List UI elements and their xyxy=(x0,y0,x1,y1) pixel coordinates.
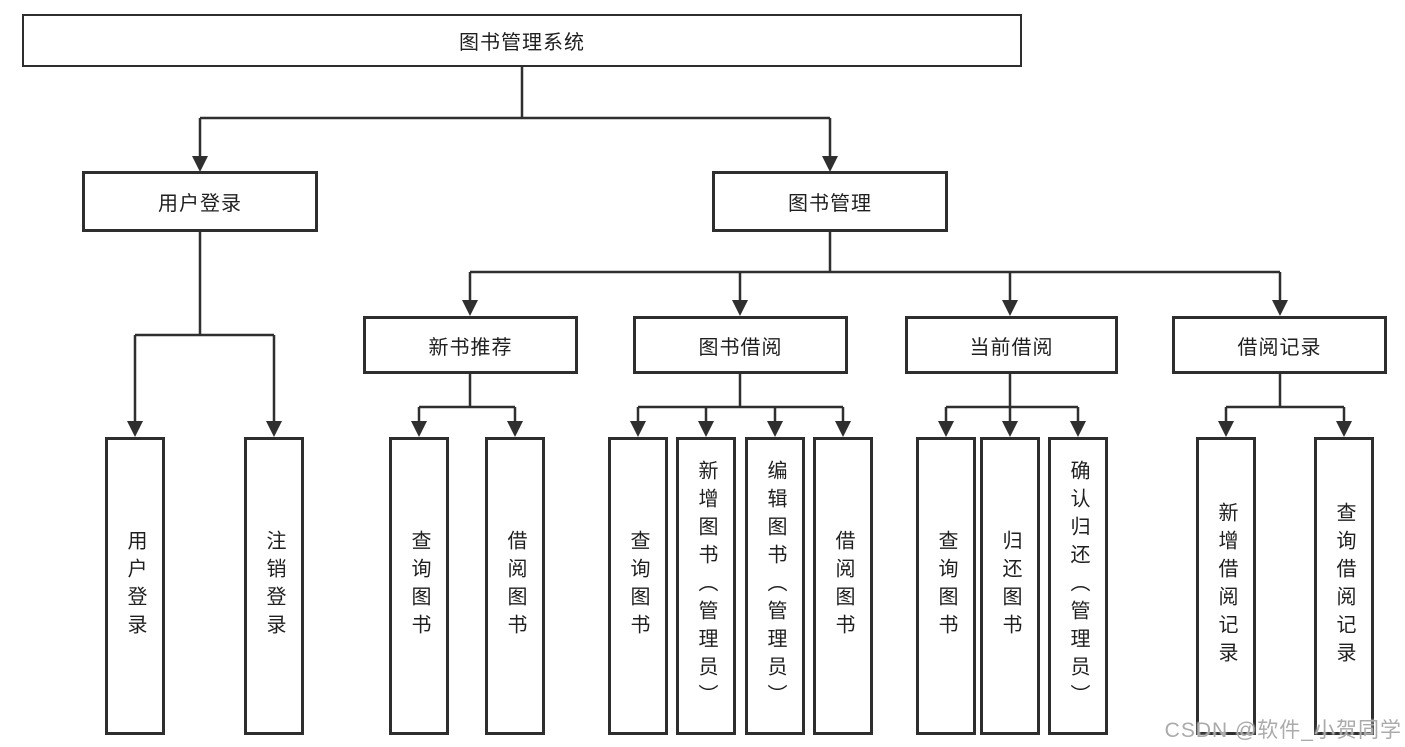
leaf-query-borrow-record: 查询借阅记录 xyxy=(1314,437,1374,735)
arrowhead xyxy=(822,156,838,172)
arrowhead xyxy=(266,421,282,437)
arrowhead xyxy=(630,421,646,437)
leaf-label: 查询图书 xyxy=(627,530,649,642)
leaf-confirm-return-admin: 确认归还（管理员） xyxy=(1048,437,1108,735)
arrowhead xyxy=(1218,421,1234,437)
node-library-management-system: 图书管理系统 xyxy=(22,14,1022,67)
leaf-query-books: 查询图书 xyxy=(389,437,449,735)
node-borrowing-records: 借阅记录 xyxy=(1172,316,1387,374)
leaf-label: 注销登录 xyxy=(263,530,285,642)
node-new-book-recommendation: 新书推荐 xyxy=(363,316,578,374)
arrowhead xyxy=(732,300,748,316)
leaf-label: 查询图书 xyxy=(935,530,957,642)
csdn-watermark: CSDN @软件_小贺同学 xyxy=(1164,719,1402,742)
connector-borrowing-records-split xyxy=(1224,374,1346,422)
connector-root-split xyxy=(198,67,832,157)
leaf-label: 确认归还（管理员） xyxy=(1067,460,1089,712)
arrowhead xyxy=(835,421,851,437)
leaf-label: 查询图书 xyxy=(408,530,430,642)
arrowheads xyxy=(127,156,1352,437)
leaf-label: 新增借阅记录 xyxy=(1215,502,1237,670)
leaf-label: 借阅图书 xyxy=(504,530,526,642)
connector-current-borrowing-split xyxy=(944,374,1080,422)
leaf-borrow-books: 借阅图书 xyxy=(813,437,873,735)
arrowhead xyxy=(1070,421,1086,437)
leaf-query-books: 查询图书 xyxy=(608,437,668,735)
arrowhead xyxy=(411,421,427,437)
arrowhead xyxy=(127,421,143,437)
arrowhead xyxy=(1002,421,1018,437)
leaf-label: 新增图书（管理员） xyxy=(695,460,717,712)
arrowhead xyxy=(507,421,523,437)
connector-book-borrowing-split xyxy=(636,374,845,422)
arrowhead xyxy=(1272,300,1288,316)
leaf-label: 归还图书 xyxy=(999,530,1021,642)
leaf-user-login: 用户登录 xyxy=(105,437,165,735)
arrowhead xyxy=(462,300,478,316)
leaf-add-book-admin: 新增图书（管理员） xyxy=(676,437,736,735)
connector-book-management-split xyxy=(468,232,1282,301)
node-current-borrowing: 当前借阅 xyxy=(905,316,1118,374)
connector-new-book-split xyxy=(417,374,517,422)
leaf-borrow-books: 借阅图书 xyxy=(485,437,545,735)
leaf-add-borrow-record: 新增借阅记录 xyxy=(1196,437,1256,735)
leaf-label: 查询借阅记录 xyxy=(1333,502,1355,670)
leaf-label: 编辑图书（管理员） xyxy=(764,460,786,712)
leaf-label: 借阅图书 xyxy=(832,530,854,642)
connector-user-login-split xyxy=(133,232,276,422)
leaf-label: 用户登录 xyxy=(124,530,146,642)
arrowhead xyxy=(1002,300,1018,316)
arrowhead xyxy=(1336,421,1352,437)
node-book-borrowing: 图书借阅 xyxy=(633,316,848,374)
node-user-login: 用户登录 xyxy=(82,171,318,232)
arrowhead xyxy=(767,421,783,437)
node-book-management: 图书管理 xyxy=(712,171,948,232)
leaf-edit-book-admin: 编辑图书（管理员） xyxy=(745,437,805,735)
arrowhead xyxy=(698,421,714,437)
arrowhead xyxy=(192,156,208,172)
leaf-query-books: 查询图书 xyxy=(916,437,976,735)
leaf-logout: 注销登录 xyxy=(244,437,304,735)
leaf-return-books: 归还图书 xyxy=(980,437,1040,735)
arrowhead xyxy=(938,421,954,437)
